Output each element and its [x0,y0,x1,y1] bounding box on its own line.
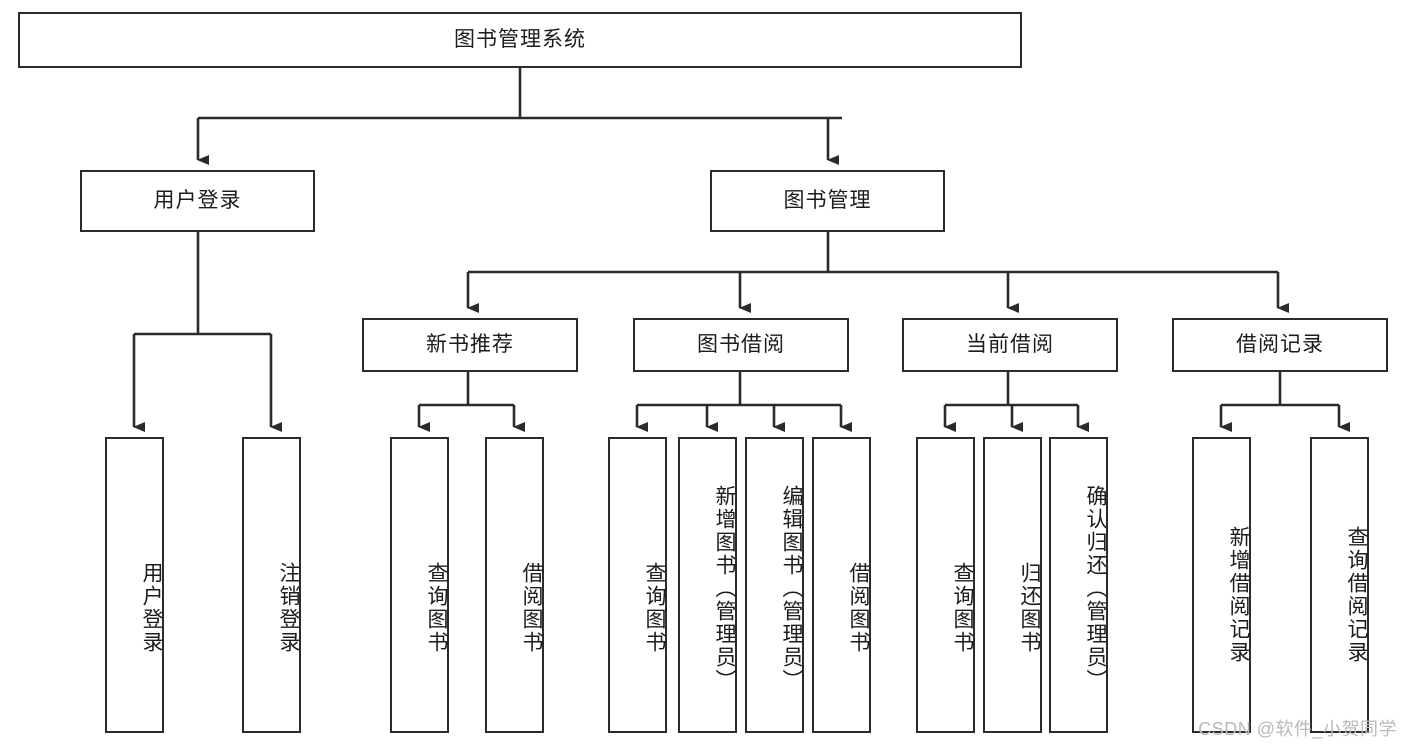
node-current-borrow-label: 当前借阅 [966,333,1054,357]
node-leaf-edit-book-label: 编辑图书（管理员） [780,484,803,692]
node-new-book-rec-label: 新书推荐 [426,333,514,357]
node-leaf-confirm-return-label: 确认归还（管理员） [1084,484,1107,692]
node-leaf-add-record[interactable]: 新增借阅记录 [1192,437,1251,733]
node-borrow-record[interactable]: 借阅记录 [1172,318,1388,372]
node-leaf-query-book-2-label: 查询图书 [643,562,666,654]
node-book-manage[interactable]: 图书管理 [710,170,945,232]
node-leaf-return-book[interactable]: 归还图书 [983,437,1042,733]
node-leaf-return-book-label: 归还图书 [1018,562,1041,654]
node-leaf-add-record-label: 新增借阅记录 [1227,526,1250,664]
node-leaf-user-login[interactable]: 用户登录 [105,437,164,733]
node-leaf-user-login-label: 用户登录 [140,562,163,654]
node-book-manage-label: 图书管理 [783,189,872,213]
node-new-book-rec[interactable]: 新书推荐 [362,318,578,372]
node-root-label: 图书管理系统 [454,28,586,52]
node-root[interactable]: 图书管理系统 [18,12,1022,68]
node-borrow-record-label: 借阅记录 [1236,333,1324,357]
node-current-borrow[interactable]: 当前借阅 [902,318,1118,372]
node-leaf-query-book-2[interactable]: 查询图书 [608,437,667,733]
node-leaf-edit-book[interactable]: 编辑图书（管理员） [745,437,804,733]
node-leaf-query-book-3[interactable]: 查询图书 [916,437,975,733]
node-leaf-query-book-1-label: 查询图书 [425,562,448,654]
node-leaf-confirm-return[interactable]: 确认归还（管理员） [1049,437,1108,733]
node-leaf-query-record-label: 查询借阅记录 [1345,526,1368,664]
node-book-borrow-label: 图书借阅 [697,333,785,357]
node-leaf-add-book-label: 新增图书（管理员） [713,484,736,692]
node-leaf-logout-login-label: 注销登录 [277,562,300,654]
node-leaf-add-book[interactable]: 新增图书（管理员） [678,437,737,733]
node-leaf-borrow-book-1-label: 借阅图书 [520,562,543,654]
node-leaf-query-record[interactable]: 查询借阅记录 [1310,437,1369,733]
node-leaf-logout-login[interactable]: 注销登录 [242,437,301,733]
node-leaf-borrow-book-1[interactable]: 借阅图书 [485,437,544,733]
node-leaf-query-book-3-label: 查询图书 [951,562,974,654]
node-book-borrow[interactable]: 图书借阅 [633,318,849,372]
node-leaf-borrow-book-2-label: 借阅图书 [847,562,870,654]
node-user-login[interactable]: 用户登录 [80,170,315,232]
node-leaf-query-book-1[interactable]: 查询图书 [390,437,449,733]
node-leaf-borrow-book-2[interactable]: 借阅图书 [812,437,871,733]
csdn-watermark: CSDN @软件_小贺同学 [1198,719,1397,739]
node-user-login-label: 用户登录 [153,189,242,213]
